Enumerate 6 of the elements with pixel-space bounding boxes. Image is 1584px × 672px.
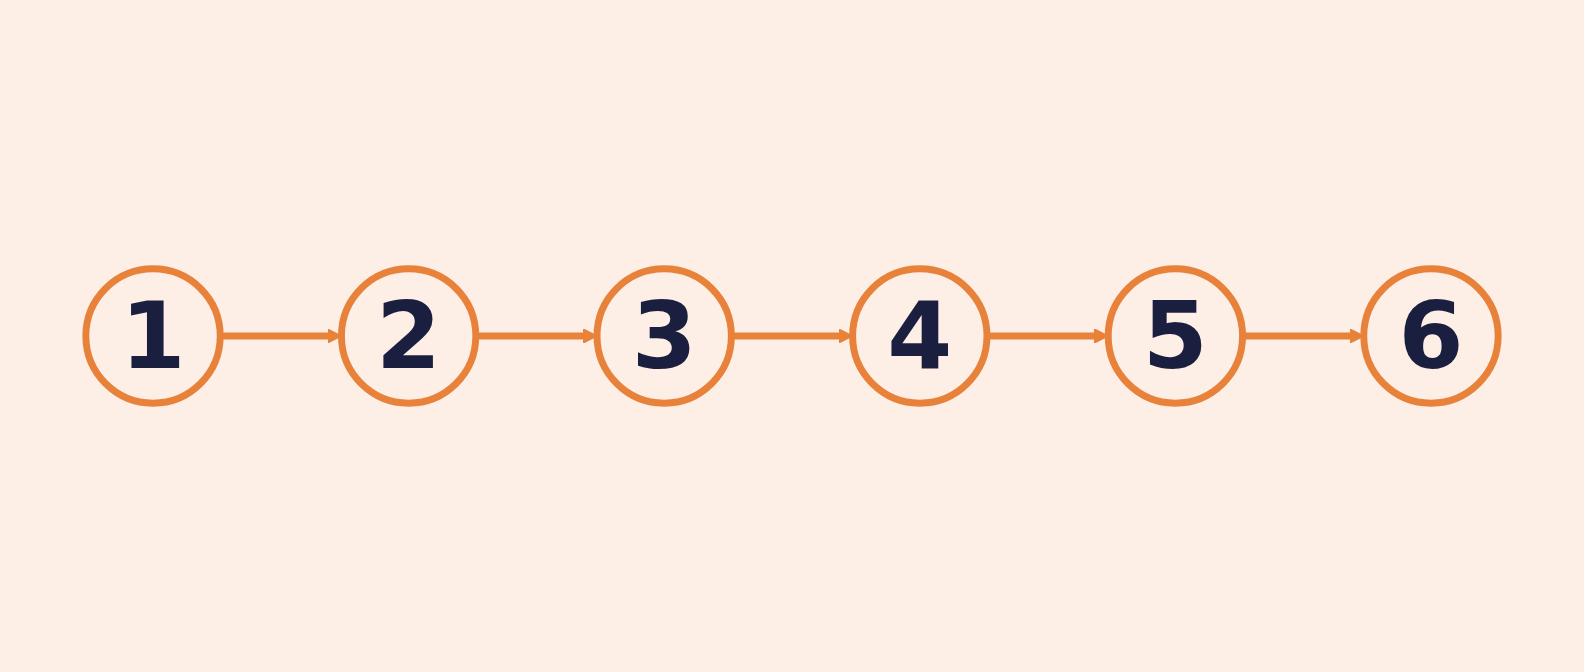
node-circle: 1	[82, 265, 224, 407]
node-circle: 3	[593, 265, 735, 407]
node-circle: 6	[1360, 265, 1502, 407]
node-circle: 2	[337, 265, 480, 407]
node-circle: 5	[1104, 265, 1247, 407]
node-circle: 4	[849, 265, 991, 407]
